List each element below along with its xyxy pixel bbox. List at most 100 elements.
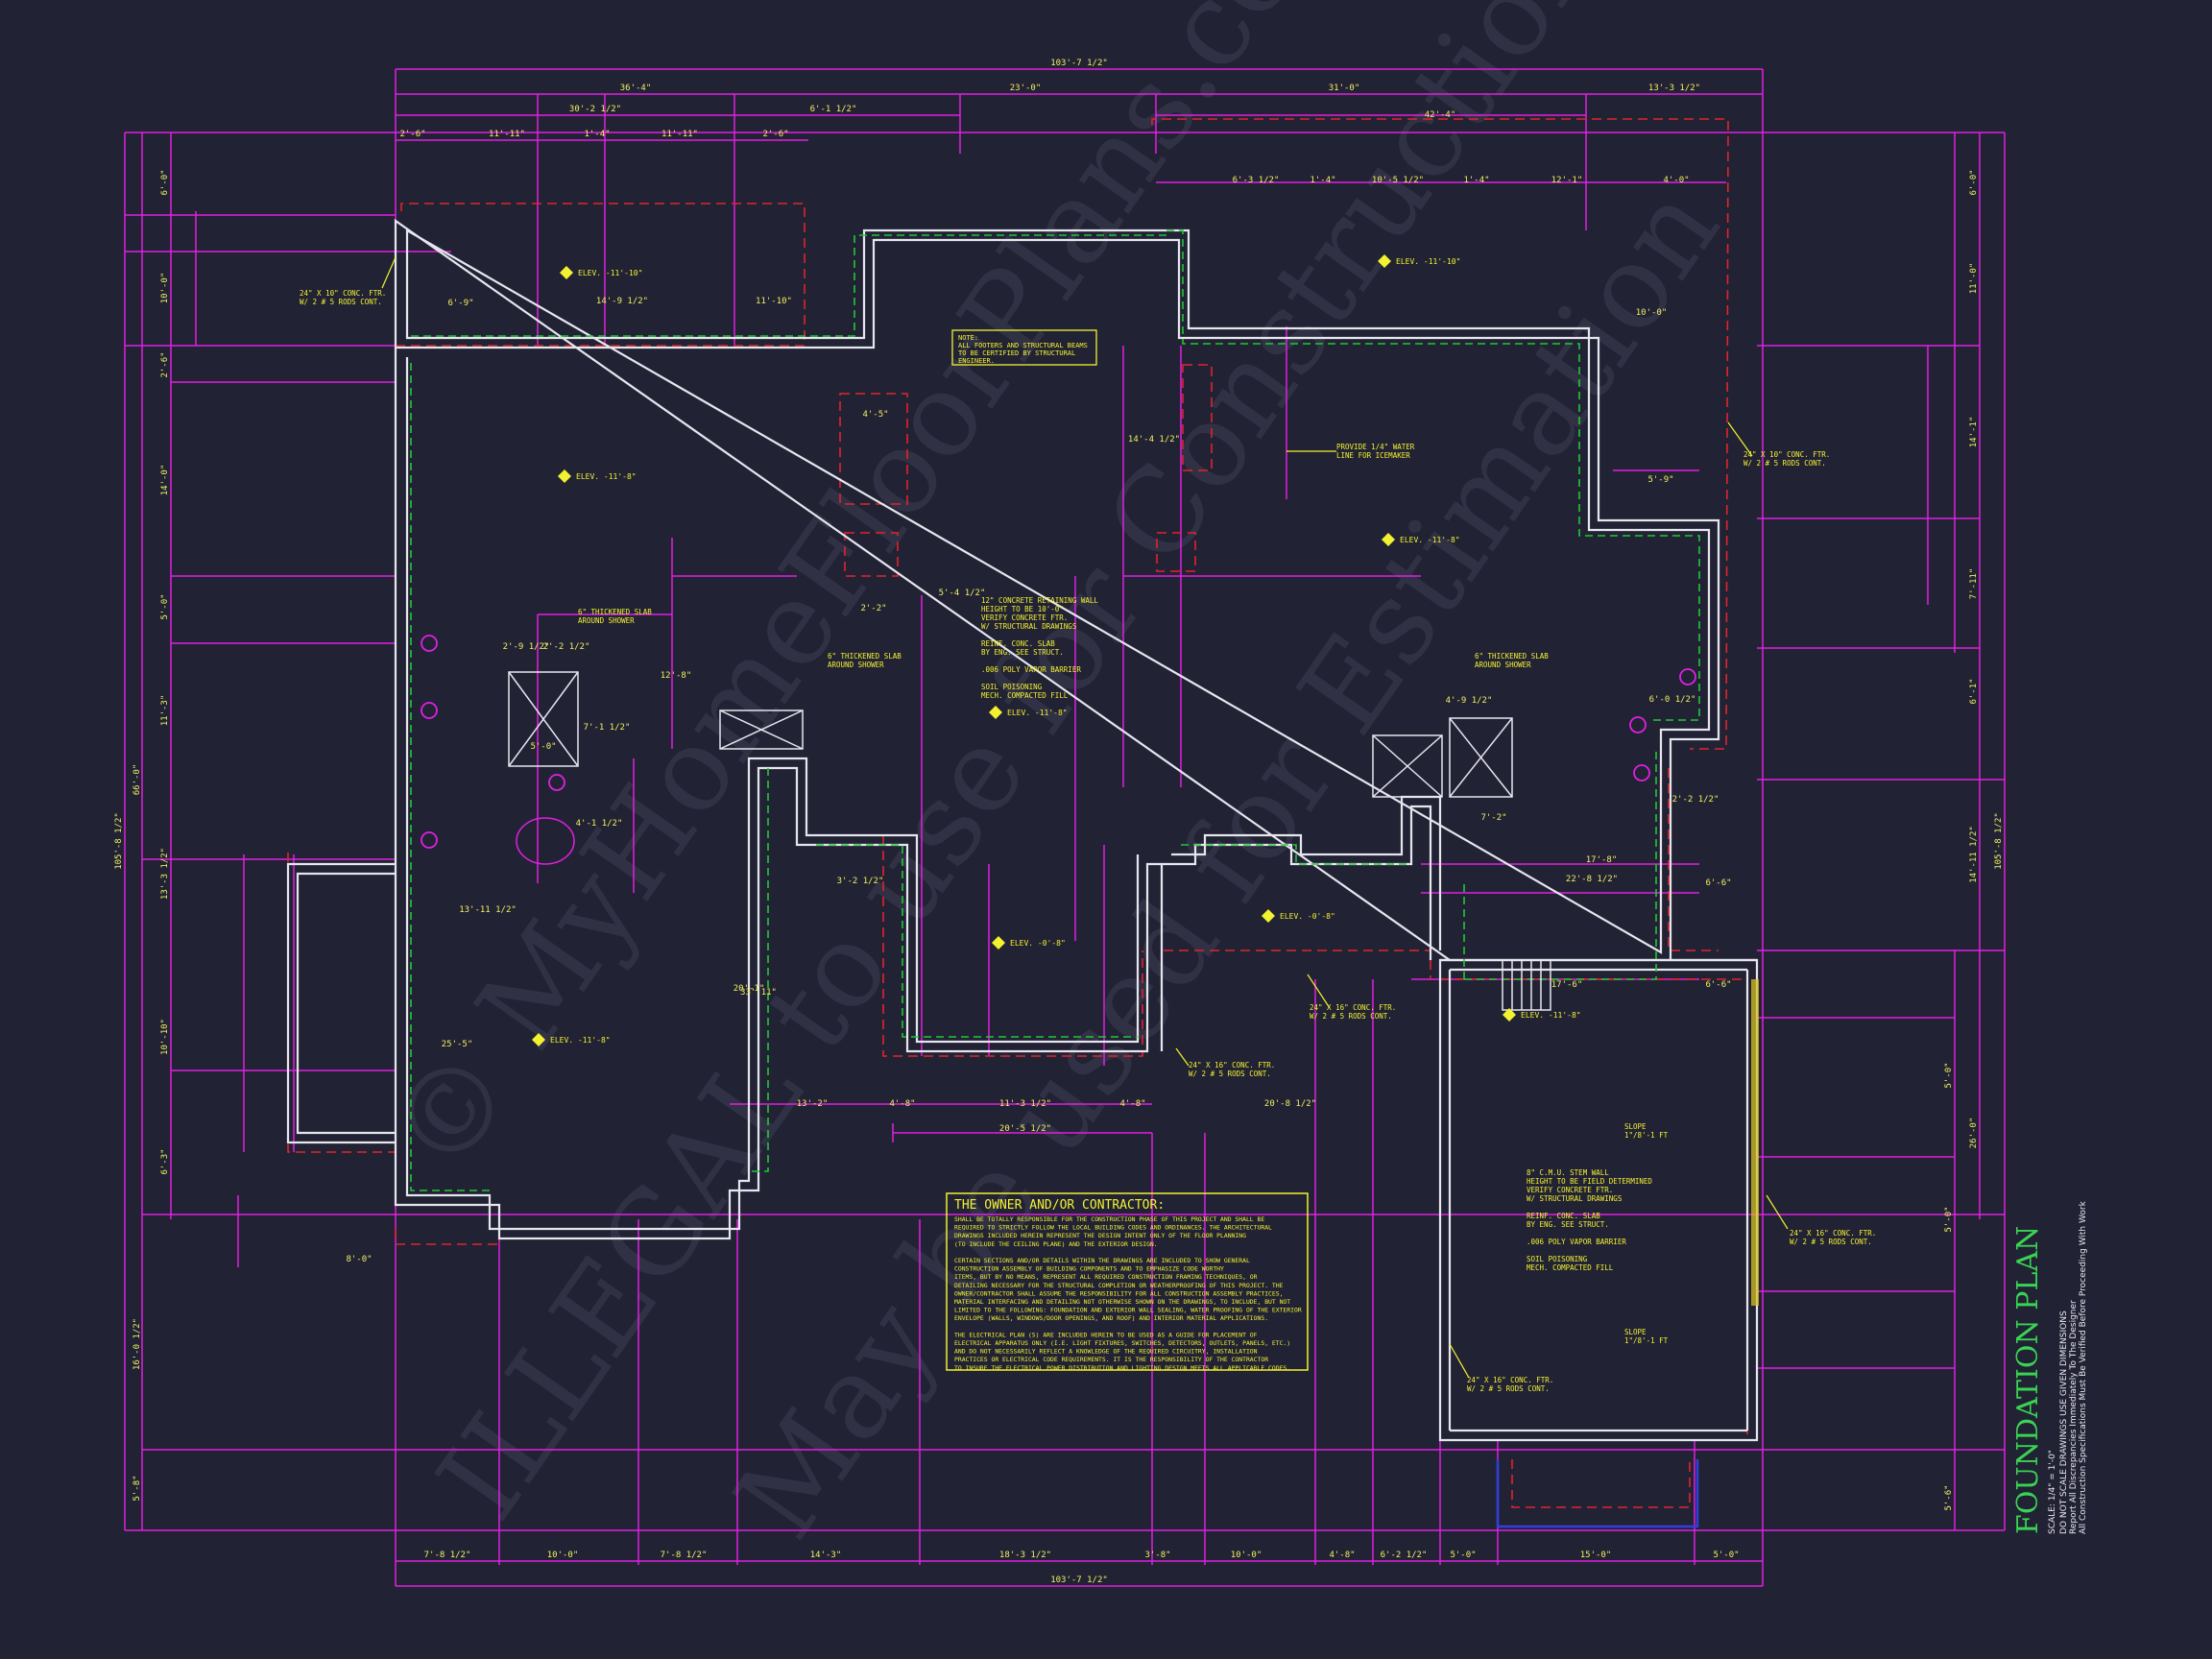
dim-left-label: 105'-8 1/2" xyxy=(114,812,124,870)
room-dim-label: 6'-6" xyxy=(1705,878,1731,888)
dim-bottom-label: 7'-8 1/2" xyxy=(424,1551,471,1560)
note-garage: MECH. COMPACTED FILL xyxy=(1527,1263,1614,1272)
room-dim-label: 33'-11" xyxy=(740,988,777,998)
dim-right-label: 5'-0" xyxy=(1944,1062,1954,1088)
dim-bottom-label: 5'-0" xyxy=(1450,1551,1476,1560)
note-center: SOIL POISONING xyxy=(981,683,1043,691)
dim-right-label: 26'-0" xyxy=(1969,1118,1979,1149)
room-dim-label: 4'-8" xyxy=(1119,1099,1145,1109)
note-ftr-garage-bl: 24" X 16" CONC. FTR. xyxy=(1467,1376,1553,1384)
elevation-symbol xyxy=(558,469,571,483)
dim-right-label: 11'-0" xyxy=(1969,263,1979,295)
room-dim-label: 11'-3 1/2" xyxy=(999,1099,1051,1109)
dim-bottom-label: 5'-0" xyxy=(1713,1551,1739,1560)
note-ftr-mid1: W/ 2 # 5 RODS CONT. xyxy=(1310,1012,1392,1021)
room-dim-label: 3'-2 1/2" xyxy=(837,877,884,886)
disclaimer-3: All Construction Specifications Must Be … xyxy=(2079,1200,2088,1534)
note-garage: 8" C.M.U. STEM WALL xyxy=(1527,1168,1609,1177)
note-slope2: SLOPE xyxy=(1624,1328,1647,1336)
owner-contractor-box: THE OWNER AND/OR CONTRACTOR: SHALL BE TO… xyxy=(946,1192,1309,1372)
dim-left-label: 6'-0" xyxy=(160,169,170,195)
note-center: .006 POLY VAPOR BARRIER xyxy=(981,665,1081,674)
room-dim-label: 2'-9 1/2" xyxy=(503,642,550,652)
room-dim-label: 5'-9" xyxy=(1647,475,1673,485)
owner-box-line: THE ELECTRICAL PLAN (S) ARE INCLUDED HER… xyxy=(954,1331,1258,1338)
dim-right-label: 5'-0" xyxy=(1944,1206,1954,1232)
elevation-symbol xyxy=(560,266,573,279)
note-garage: .006 POLY VAPOR BARRIER xyxy=(1527,1238,1626,1246)
note-slab2: AROUND SHOWER xyxy=(828,661,884,669)
owner-box-lines: SHALL BE TOTALLY RESPONSIBLE FOR THE CON… xyxy=(954,1215,1302,1372)
elevation-label: ELEV. -11'-8" xyxy=(1521,1011,1581,1020)
note-center: HEIGHT TO BE 10'-0" xyxy=(981,605,1064,613)
shower-pans xyxy=(508,671,1513,865)
dim-left-label: 16'-0 1/2" xyxy=(132,1318,142,1370)
dim-top-label: 31'-0" xyxy=(1329,84,1360,93)
elevation-label: ELEV. -11'-10" xyxy=(1396,257,1460,266)
owner-box-line: PRACTICES OR ELECTRICAL CODE REQUIREMENT… xyxy=(954,1356,1268,1363)
elevation-label: ELEV. -11'-8" xyxy=(550,1036,611,1045)
dim-bottom-label: 3'-8" xyxy=(1144,1551,1170,1560)
owner-box-line: REQUIRED TO STRICTLY FOLLOW THE LOCAL BU… xyxy=(954,1224,1272,1232)
room-dim-label: 20'-5 1/2" xyxy=(999,1124,1051,1134)
dim-top-label: 1'-4" xyxy=(1310,176,1335,185)
owner-box-line: AND DO NOT NECESSARILY REFLECT A KNOWLED… xyxy=(954,1348,1258,1356)
note-slab3: 6" THICKENED SLAB xyxy=(1475,652,1549,661)
room-dim-label: 5'-4 1/2" xyxy=(939,589,986,598)
dim-top-label: 23'-0" xyxy=(1010,84,1042,93)
room-dim-label: 4'-8" xyxy=(889,1099,915,1109)
dim-bottom-label: 10'-0" xyxy=(1231,1551,1262,1560)
elevation-symbol xyxy=(1382,533,1395,546)
note-ftr-right: W/ 2 # 5 RODS CONT. xyxy=(1743,459,1826,468)
dim-top-label: 10'-5 1/2" xyxy=(1372,176,1424,185)
disclaimer-1: DO NOT SCALE DRAWINGS USE GIVEN DIMENSIO… xyxy=(2059,1310,2069,1534)
room-dim-label: 13'-2" xyxy=(797,1099,829,1109)
dim-right-label: 105'-8 1/2" xyxy=(1994,812,2004,870)
room-dim-label: 4'-1 1/2" xyxy=(576,819,623,829)
room-dim-label: 20'-8 1/2" xyxy=(1264,1099,1316,1109)
note-slope1: 1"/8'-1 FT xyxy=(1624,1131,1669,1140)
owner-box-line: DETAILING NECESSARY FOR THE STRUCTURAL C… xyxy=(954,1282,1284,1289)
note-center: VERIFY CONCRETE FTR. xyxy=(981,613,1068,622)
owner-box-line: OWNER/CONTRACTOR SHALL ASSUME THE RESPON… xyxy=(954,1289,1283,1297)
dim-right-label: 14'-11 1/2" xyxy=(1969,826,1979,883)
dim-top-label: 36'-4" xyxy=(620,84,652,93)
room-dim-label: 11'-10" xyxy=(756,297,792,306)
note-box-line: TO BE CERTIFIED BY STRUCTURAL xyxy=(958,349,1075,357)
owner-box-line: LIMITED TO THE FOLLOWING: FOUNDATION AND… xyxy=(954,1307,1302,1314)
room-dim-label: 17'-6" xyxy=(1551,980,1583,990)
note-garage: W/ STRUCTURAL DRAWINGS xyxy=(1527,1194,1623,1203)
note-garage: SOIL POISONING xyxy=(1527,1255,1588,1263)
dim-right-label: 6'-1" xyxy=(1969,678,1979,704)
note-slab1: 6" THICKENED SLAB xyxy=(578,608,652,616)
dim-top-label: 11'-11" xyxy=(661,130,698,139)
elevation-symbol xyxy=(1378,254,1391,268)
room-dim-label: 6'-9" xyxy=(447,299,473,308)
dim-top-label: 2'-6" xyxy=(399,130,425,139)
room-dim-label: 14'-4 1/2" xyxy=(1128,435,1180,445)
room-dim-label: 2'-2 1/2" xyxy=(543,642,590,652)
elevation-symbol xyxy=(989,706,1002,719)
footing-note-box: NOTE:ALL FOOTERS AND STRUCTURAL BEAMSTO … xyxy=(951,329,1097,366)
disclaimer-2: Report All Discrepancies Immediately To … xyxy=(2069,1300,2079,1534)
elevation-symbol xyxy=(1262,909,1275,923)
dim-left-label: 10'-0" xyxy=(160,273,170,304)
note-box-line: NOTE: xyxy=(958,334,978,342)
room-dim-label: 20'-1" xyxy=(733,984,765,994)
elevation-markers: ELEV. -11'-10" ELEV. -11'-10" ELEV. -11'-8… xyxy=(532,254,1581,1046)
note-ftr-left: W/ 2 # 5 RODS CONT. xyxy=(300,298,382,306)
dim-left-label: 10'-10" xyxy=(160,1019,170,1055)
room-dim-label: 6'-0 1/2" xyxy=(1649,695,1696,705)
elevation-label: ELEV. -11'-10" xyxy=(578,269,642,277)
dim-top-label: 6'-1 1/2" xyxy=(810,105,857,114)
dim-left-label: 6'-3" xyxy=(160,1148,170,1174)
note-garage: BY ENG. SEE STRUCT. xyxy=(1527,1220,1609,1229)
note-slope1: SLOPE xyxy=(1624,1122,1647,1131)
room-dim-label: 6'-6" xyxy=(1705,980,1731,990)
dim-left-label: 2'-6" xyxy=(160,351,170,377)
dim-bottom-label: 7'-8 1/2" xyxy=(661,1551,708,1560)
note-center: W/ STRUCTURAL DRAWINGS xyxy=(981,622,1077,631)
note-water: PROVIDE 1/4" WATER xyxy=(1336,443,1415,451)
dim-left-label: 13'-3 1/2" xyxy=(160,848,170,900)
